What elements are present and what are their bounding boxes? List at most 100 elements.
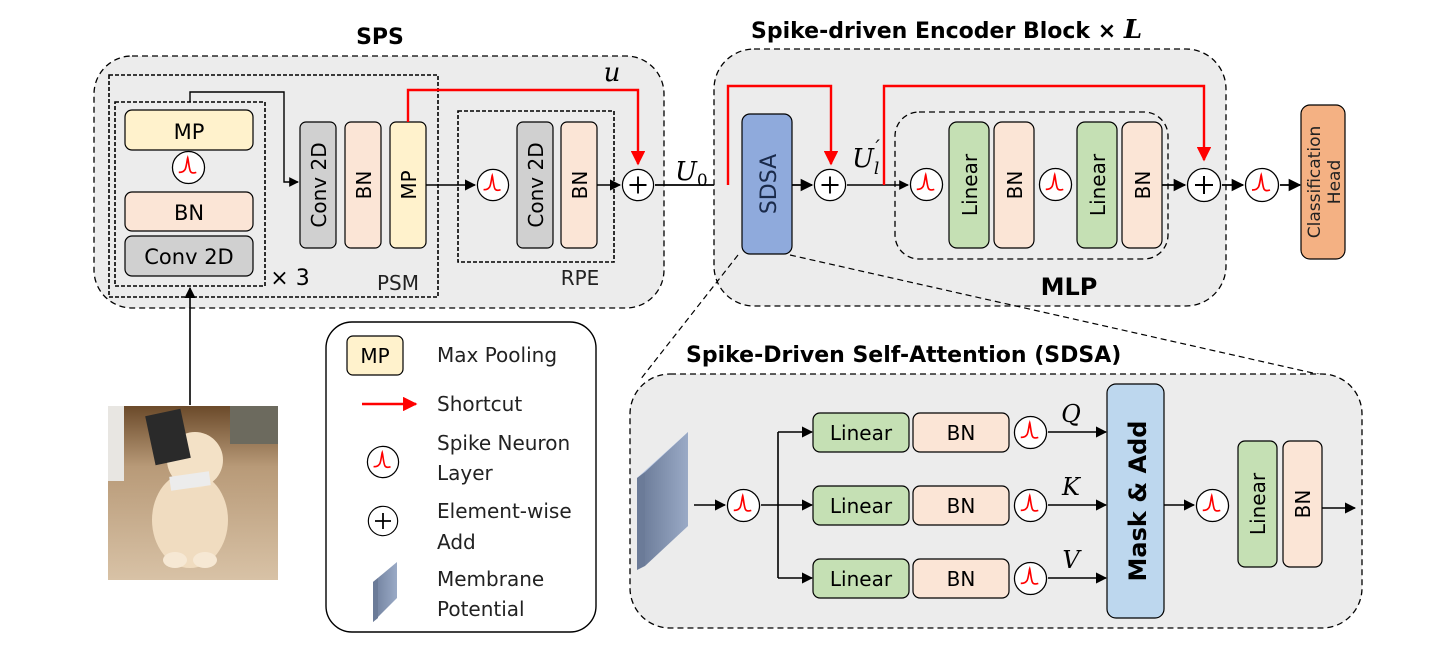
- out-bn-label: BN: [1291, 490, 1315, 519]
- stack-bn-label: BN: [174, 201, 204, 225]
- sps-module: SPS PSM MP BN Conv 2D × 3 Conv 2D: [93, 25, 665, 309]
- spike-neuron-icon: [476, 168, 510, 202]
- psm-mp-block: MP: [389, 121, 427, 249]
- element-wise-add-icon: [813, 168, 847, 202]
- mlp-bn2-block: BN: [1121, 121, 1163, 249]
- rpe-bn-label: BN: [568, 171, 592, 200]
- mlp-linear2-label: Linear: [1086, 153, 1110, 216]
- v-bn-label: BN: [947, 567, 976, 591]
- sps-title: SPS: [356, 25, 404, 50]
- q-label: Q: [1061, 400, 1081, 428]
- stack-mp-block: MP: [124, 109, 254, 151]
- q-linear-label: Linear: [830, 421, 893, 445]
- legend: MP Max Pooling Shortcut Spike Neuron Lay…: [325, 321, 597, 633]
- rpe-conv-label: Conv 2D: [524, 142, 548, 227]
- out-bn-block: BN: [1282, 440, 1323, 568]
- legend-membrane-line1: Membrane: [437, 567, 544, 591]
- spike-neuron-icon: [1195, 488, 1230, 523]
- stack-bn-block: BN: [124, 191, 254, 232]
- psm-bn-label: BN: [352, 171, 376, 200]
- mlp-bn2-label: BN: [1131, 171, 1155, 200]
- shortcut-u-arrow: [406, 88, 646, 166]
- spike-neuron-icon: [1013, 561, 1048, 596]
- psm-conv-label: Conv 2D: [307, 142, 331, 227]
- k-bn-label: BN: [947, 494, 976, 518]
- legend-spike-neuron-icon: [366, 445, 400, 479]
- head-label-line1: Classification: [1305, 126, 1325, 238]
- mlp-label: MLP: [1041, 273, 1098, 301]
- mask-add-block: Mask & Add: [1106, 383, 1165, 619]
- legend-add-icon: [367, 505, 399, 537]
- k-linear-label: Linear: [830, 494, 893, 518]
- element-wise-add-icon: [1186, 167, 1222, 203]
- legend-spike-line2: Layer: [437, 461, 494, 485]
- stack-to-conv-arrow: [189, 91, 299, 187]
- v-label: V: [1062, 546, 1082, 574]
- shortcut-mlp-arrow: [882, 84, 1212, 185]
- sdsa-detail: Spike-Driven Self-Attention (SDSA) Linea…: [629, 343, 1363, 629]
- legend-membrane-icon: [373, 562, 397, 622]
- legend-spike-line1: Spike Neuron: [437, 431, 570, 455]
- legend-mp-key-label: MP: [360, 344, 389, 368]
- encoder-block: Spike-driven Encoder Block × L SDSA Ul′ …: [713, 15, 1227, 307]
- stack-conv-label: Conv 2D: [144, 245, 233, 269]
- stack-mp-label: MP: [174, 120, 205, 144]
- rpe-bn-block: BN: [560, 121, 598, 249]
- spike-neuron-icon: [1244, 167, 1280, 203]
- rpe-label: RPE: [561, 266, 600, 290]
- u0-label: U0: [675, 157, 708, 191]
- legend-add-line1: Element-wise: [437, 499, 572, 523]
- mlp-linear1-block: Linear: [948, 121, 990, 249]
- spike-neuron-icon: [726, 488, 761, 523]
- q-linear-block: Linear: [812, 412, 910, 453]
- legend-membrane-line2: Potential: [437, 597, 525, 621]
- q-bn-label: BN: [947, 421, 976, 445]
- sdsa-label: SDSA: [757, 154, 782, 214]
- mlp-linear1-label: Linear: [958, 153, 982, 216]
- repeat-count: × 3: [270, 266, 309, 291]
- spike-neuron-icon: [171, 150, 206, 185]
- head-label-line2: Head: [1325, 160, 1345, 204]
- mlp-linear2-block: Linear: [1076, 121, 1118, 249]
- rpe-conv-block: Conv 2D: [516, 121, 554, 249]
- q-bn-block: BN: [912, 412, 1010, 453]
- encoder-title: Spike-driven Encoder Block × L: [751, 15, 1142, 45]
- v-linear-block: Linear: [812, 558, 910, 599]
- spike-neuron-icon: [1038, 167, 1073, 202]
- out-linear-block: Linear: [1237, 440, 1278, 568]
- mlp-bn1-label: BN: [1003, 171, 1027, 200]
- out-linear-label: Linear: [1246, 472, 1270, 535]
- shortcut-sdsa-arrow: [726, 84, 839, 185]
- spike-neuron-icon: [909, 167, 944, 202]
- psm-box: [108, 74, 439, 298]
- ul-label: Ul′: [852, 135, 880, 179]
- legend-max-pooling: Max Pooling: [437, 343, 557, 367]
- zoom-guide-right: [789, 254, 1336, 379]
- legend-shortcut: Shortcut: [437, 392, 522, 416]
- legend-box: [325, 321, 597, 633]
- zoom-guide-left: [639, 254, 739, 381]
- psm-conv-block: Conv 2D: [299, 121, 337, 249]
- input-image: [108, 406, 278, 580]
- k-bn-block: BN: [912, 485, 1010, 526]
- element-wise-add-icon: [621, 168, 655, 202]
- k-linear-block: Linear: [812, 485, 910, 526]
- legend-add-line2: Add: [437, 530, 476, 554]
- psm-mp-label: MP: [397, 170, 421, 199]
- psm-label: PSM: [377, 271, 419, 295]
- mask-add-label: Mask & Add: [1124, 421, 1152, 582]
- classification-head-block[interactable]: Classification Head: [1300, 104, 1346, 260]
- legend-mp-key: [346, 335, 404, 376]
- sdsa-detail-title: Spike-Driven Self-Attention (SDSA): [686, 343, 1121, 368]
- mlp-bn1-block: BN: [993, 121, 1035, 249]
- membrane-potential-icon: [637, 432, 688, 570]
- spike-neuron-icon: [1013, 415, 1048, 450]
- v-bn-block: BN: [912, 558, 1010, 599]
- stack-conv-block: Conv 2D: [124, 235, 254, 277]
- k-label: K: [1061, 473, 1082, 501]
- sdsa-block[interactable]: SDSA: [741, 113, 793, 255]
- spike-neuron-icon: [1013, 488, 1048, 523]
- v-linear-label: Linear: [830, 567, 893, 591]
- shortcut-u-label: u: [604, 58, 621, 88]
